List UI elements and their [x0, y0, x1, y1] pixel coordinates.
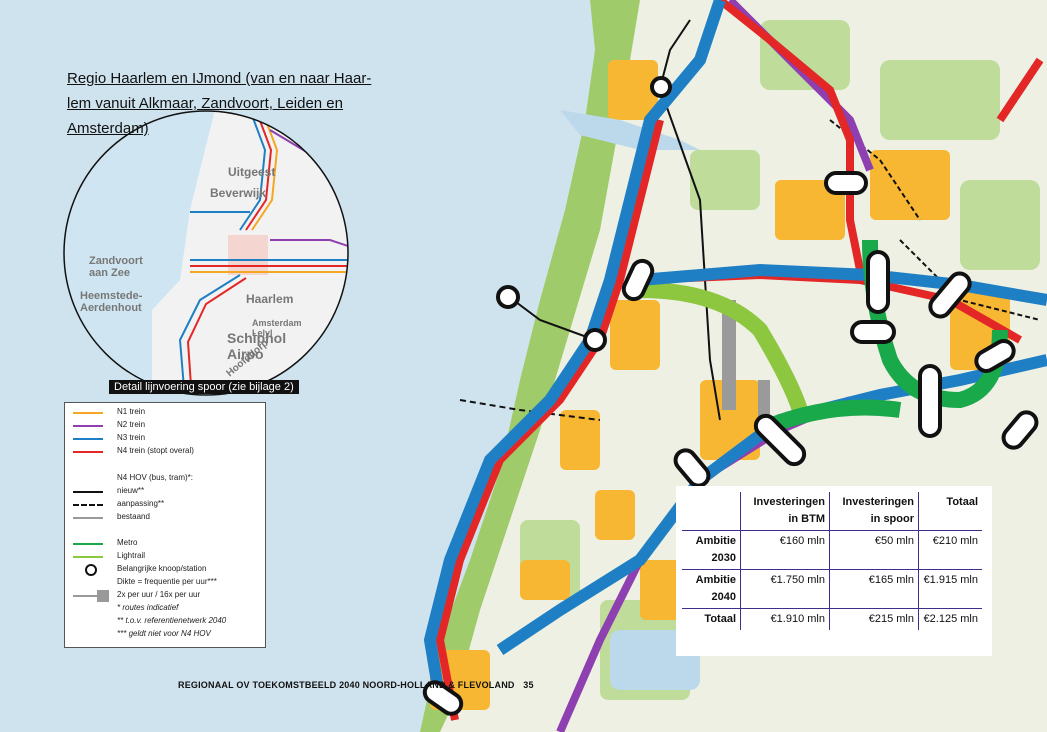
table-cell: €2.125 mln	[918, 608, 982, 630]
station-capsules	[422, 171, 1039, 716]
inset-map	[64, 111, 348, 395]
airport-runway	[722, 300, 736, 410]
table-cell: €215 mln	[829, 608, 919, 630]
legend-label: Dikte = frequentie per uur***	[117, 577, 217, 586]
legend-swatch	[73, 425, 103, 427]
legend-label: Belangrijke knoop/station	[117, 564, 207, 573]
table-row: Ambitie 2040 €1.750 mln €165 mln €1.915 …	[682, 569, 982, 609]
legend-note: * routes indicatief	[117, 603, 179, 612]
legend-swatch	[73, 556, 103, 558]
legend-item: bestaand	[65, 512, 265, 524]
table-header: Investeringen in BTM	[740, 492, 830, 531]
legend-label: 2x per uur / 16x per uur	[117, 590, 201, 599]
legend-swatch	[73, 491, 103, 493]
legend-label: N3 trein	[117, 433, 146, 442]
place-label: Schiphol Airpo	[227, 330, 287, 362]
table-cell: €210 mln	[918, 530, 982, 570]
inset-frame	[63, 110, 349, 396]
table-header: Investeringen in spoor	[829, 492, 919, 531]
legend-item: Metro	[65, 538, 265, 550]
table-cell: €50 mln	[829, 530, 919, 570]
legend-label: Metro	[117, 538, 138, 547]
row-label: Ambitie 2040	[682, 569, 741, 609]
station-nodes	[496, 76, 672, 352]
legend-item: *** geldt niet voor N4 HOV	[65, 629, 265, 641]
legend-label: N1 trein	[117, 407, 146, 416]
legend-item: 2x per uur / 16x per uur	[65, 590, 265, 602]
legend-item: aanpassing**	[65, 499, 265, 511]
investment-table: Investeringen in BTM Investeringen in sp…	[676, 486, 992, 656]
place-label: Beverwijk	[210, 186, 267, 200]
place-label: Amsterdam Lelyl	[252, 318, 302, 338]
place-label: Haarlem	[246, 292, 294, 306]
thickness-icon	[73, 590, 109, 602]
legend-label: Lightrail	[117, 551, 146, 560]
legend-item: Lightrail	[65, 551, 265, 563]
table-header-row: Investeringen in BTM Investeringen in sp…	[682, 492, 982, 531]
row-label: Totaal	[682, 608, 741, 630]
legend-item: N2 trein	[65, 420, 265, 432]
table-cell: €1.915 mln	[918, 569, 982, 609]
legend-swatch	[73, 438, 103, 440]
page-number: 35	[523, 680, 534, 690]
legend: N1 trein N2 trein N3 trein N4 trein (sto…	[64, 402, 266, 648]
place-label: Zandvoort aan Zee	[89, 255, 143, 279]
table-row: Totaal €1.910 mln €215 mln €2.125 mln	[682, 608, 982, 630]
legend-item: N1 trein	[65, 407, 265, 419]
page-footer: REGIONAAL OV TOEKOMSTBEELD 2040 NOORD-HO…	[178, 680, 534, 690]
page-title: Regio Haarlem en IJmond (van en naar Haa…	[67, 70, 372, 137]
table-row: Ambitie 2030 €160 mln €50 mln €210 mln	[682, 530, 982, 570]
table-cell: €165 mln	[829, 569, 919, 609]
legend-item: nieuw**	[65, 486, 265, 498]
footer-text: REGIONAAL OV TOEKOMSTBEELD 2040 NOORD-HO…	[178, 680, 515, 690]
legend-label: bestaand	[117, 512, 150, 521]
legend-label: N4 HOV (bus, tram)*:	[117, 473, 194, 482]
legend-note: *** geldt niet voor N4 HOV	[117, 629, 211, 638]
table-cell: €1.750 mln	[740, 569, 830, 609]
legend-item: Belangrijke knoop/station	[65, 564, 265, 576]
legend-label: N2 trein	[117, 420, 146, 429]
legend-swatch	[73, 517, 103, 519]
legend-item: * routes indicatief	[65, 603, 265, 615]
place-label: Uitgeest	[228, 165, 276, 179]
legend-item: Dikte = frequentie per uur***	[65, 577, 265, 589]
legend-label: nieuw**	[117, 486, 145, 495]
row-label: Ambitie 2030	[682, 530, 741, 570]
legend-swatch	[73, 412, 103, 414]
legend-item: N4 trein (stopt overal)	[65, 446, 265, 458]
table-header: Totaal	[918, 492, 982, 531]
dunes-area	[420, 0, 640, 732]
table-cell: €160 mln	[740, 530, 830, 570]
legend-swatch	[73, 543, 103, 545]
table-header	[682, 492, 741, 531]
legend-swatch	[73, 451, 103, 453]
inset-caption: Detail lijnvoering spoor (zie bijlage 2)	[109, 380, 299, 394]
node-icon	[85, 564, 97, 576]
legend-item: N3 trein	[65, 433, 265, 445]
lightrail-line	[639, 282, 808, 413]
legend-item: N4 HOV (bus, tram)*:	[65, 473, 265, 485]
table-cell: €1.910 mln	[740, 608, 830, 630]
legend-label: aanpassing**	[117, 499, 165, 508]
legend-item: ** t.o.v. referentienetwerk 2040	[65, 616, 265, 628]
legend-label: N4 trein (stopt overal)	[117, 446, 194, 455]
place-label: Heemstede-Aerdenhout	[80, 290, 143, 314]
legend-swatch	[73, 504, 103, 506]
legend-note: ** t.o.v. referentienetwerk 2040	[117, 616, 227, 625]
